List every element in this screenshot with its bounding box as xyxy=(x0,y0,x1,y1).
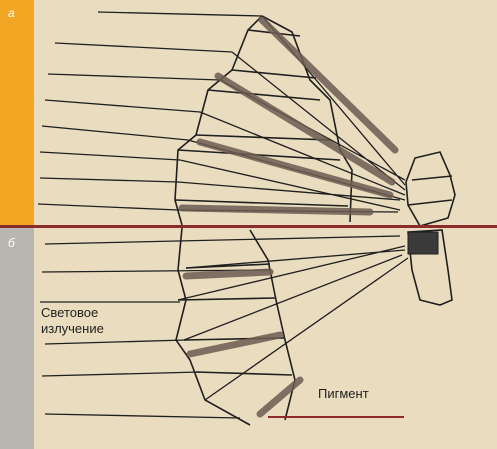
light-label-line1: Световое xyxy=(41,305,131,321)
retina-dividers-a xyxy=(408,176,452,205)
pigment-leader-line xyxy=(268,416,404,418)
ray-b4 xyxy=(45,340,186,344)
ray-a7 xyxy=(40,178,178,182)
pigment-label: Пигмент xyxy=(318,386,369,402)
ray-a6 xyxy=(40,152,180,160)
ray-b6 xyxy=(45,414,240,418)
pigment-band-b2 xyxy=(190,335,280,354)
pigment-band-b3 xyxy=(260,380,300,414)
pigment-band-a2 xyxy=(218,76,392,182)
pigmented-cell-b xyxy=(408,232,438,254)
light-radiation-label: Световое излучение xyxy=(41,305,131,337)
pigment-band-a1 xyxy=(262,20,395,150)
ray-b1 xyxy=(45,236,400,244)
ray-a8 xyxy=(38,204,178,210)
ray-a1 xyxy=(98,12,262,16)
ray-paths-b xyxy=(178,246,408,400)
retina-cells-a xyxy=(406,152,455,226)
ray-a5 xyxy=(42,126,188,140)
pigment-band-a4 xyxy=(182,208,370,212)
ray-a3 xyxy=(48,74,220,80)
panel-a-structure xyxy=(175,16,455,226)
light-label-line2: излучение xyxy=(41,321,131,337)
ray-a2 xyxy=(55,43,232,52)
panel-divider xyxy=(0,225,497,228)
cone-outline-a xyxy=(262,16,352,222)
pigment-band-b1 xyxy=(186,272,270,276)
ray-b5 xyxy=(42,372,200,376)
pigment-bands-a xyxy=(182,20,395,212)
lens-outline-b xyxy=(176,228,250,425)
ray-a4 xyxy=(45,100,200,112)
lens-outline-a xyxy=(175,16,262,225)
